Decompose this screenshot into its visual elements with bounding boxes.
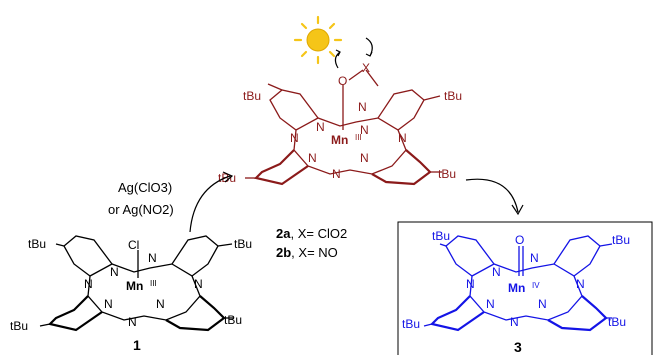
compound-3-tbu-ul: tBu [432, 229, 450, 243]
compound-1 [39, 235, 234, 332]
reagent-line-1: Ag(ClO3) [118, 180, 172, 195]
compound-3-tbu-lr: tBu [608, 315, 626, 329]
compound-1-n-3: N [84, 277, 93, 291]
compound-3-tbu-ll: tBu [402, 317, 420, 331]
compound-2-n-right-outer: N [398, 131, 407, 145]
arrow-1-to-2 [189, 171, 234, 233]
compound-3-n-5: N [486, 297, 495, 311]
compound-3-number: 3 [514, 339, 522, 355]
compound-1-n-4: N [194, 277, 203, 291]
compound-1-tbu-ll: tBu [10, 319, 28, 333]
compound-3-n-6: N [538, 297, 547, 311]
compound-3-labels: O Mn IV N N N N N N N tBu tBu tBu tBu [402, 229, 630, 331]
compound-3-n-7: N [510, 315, 519, 329]
compound-3-n-3: N [466, 277, 475, 291]
compound-1-n-1: N [110, 265, 119, 279]
compound-2-tbu-lr: tBu [438, 167, 456, 181]
compound-2b-label: 2b, X= NO [276, 245, 338, 260]
compound-2-axial-o: O [338, 74, 347, 88]
compound-2-labels: O X Mn III N N N N N N N N tBu tBu tBu t… [218, 61, 462, 185]
reagents: Ag(ClO3) or Ag(NO2) [108, 180, 174, 217]
compound-1-axial: Cl [128, 238, 139, 252]
compound-3-metal: Mn [508, 281, 525, 295]
compound-1-n-7: N [128, 315, 137, 329]
compound-2-n-left-outer: N [290, 131, 299, 145]
compound-1-n-6: N [156, 297, 165, 311]
compound-2-variants: 2a, X= ClO2 2b, X= NO [276, 226, 347, 260]
compound-2-n-bottom: N [332, 167, 341, 181]
compound-2-axial-x: X [362, 61, 370, 75]
compound-1-tbu-ul: tBu [28, 237, 46, 251]
compound-2-tbu-ll: tBu [218, 171, 236, 185]
compound-1-tbu-ur: tBu [234, 237, 252, 251]
compound-2-n-lower-right: N [360, 151, 369, 165]
compound-3 [423, 235, 613, 332]
arrow-2-to-3 [465, 178, 524, 216]
compound-2-tbu-ul: tBu [243, 89, 261, 103]
reagent-line-2: or Ag(NO2) [108, 202, 174, 217]
compound-2-metal: Mn [331, 133, 348, 147]
compound-3-tbu-ur: tBu [612, 233, 630, 247]
compound-3-n-1: N [492, 265, 501, 279]
compound-1-n-5: N [104, 297, 113, 311]
compound-2a-label: 2a, X= ClO2 [276, 226, 347, 241]
compound-2-n-top: N [358, 100, 367, 114]
compound-1-tbu-lr: tBu [224, 313, 242, 327]
compound-3-n-4: N [576, 277, 585, 291]
compound-2 [245, 69, 442, 186]
bond-cleavage-arrows [334, 37, 373, 69]
compound-2-tbu-ur: tBu [444, 89, 462, 103]
compound-2-n-lower-left: N [308, 151, 317, 165]
compound-1-metal: Mn [126, 279, 143, 293]
compound-1-oxidation: III [150, 279, 157, 288]
sun-icon [293, 15, 343, 65]
compound-2-n-right: N [360, 123, 369, 137]
compound-1-labels: Cl Mn III N N N N N N N tBu tBu tBu tBu [10, 237, 252, 333]
compound-2-oxidation: III [355, 133, 362, 142]
compound-1-number: 1 [133, 337, 141, 353]
compound-1-n-2: N [148, 251, 157, 265]
compound-3-oxidation: IV [532, 281, 540, 290]
compound-3-frame [397, 221, 653, 355]
compound-3-axial: O [515, 233, 524, 247]
compound-3-n-2: N [530, 251, 539, 265]
compound-2-n-left: N [316, 120, 325, 134]
